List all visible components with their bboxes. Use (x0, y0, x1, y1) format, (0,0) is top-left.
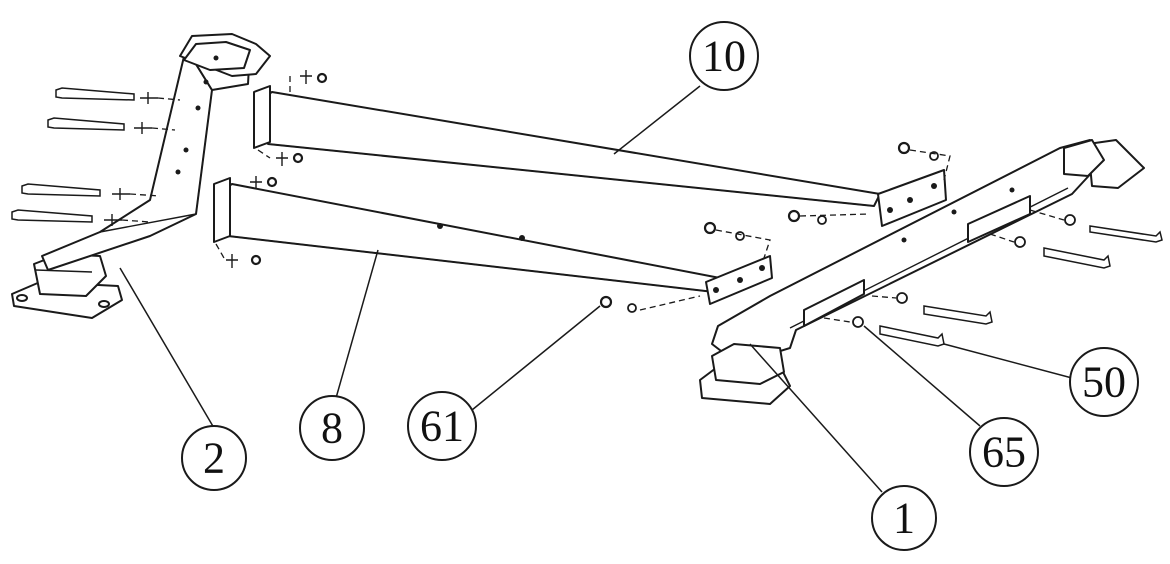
leader-lines (119, 85, 1073, 493)
callout-1: 1 (871, 485, 937, 551)
callout-50: 50 (1069, 347, 1139, 417)
right-frame-part-1 (699, 139, 1145, 405)
crossbar-part-10 (253, 85, 947, 227)
left-bolts (11, 87, 181, 226)
left-frame-part-2 (11, 33, 271, 319)
middle-fasteners (599, 141, 951, 313)
callout-label-8: 8 (321, 404, 343, 453)
callout-61: 61 (407, 391, 477, 461)
callout-2: 2 (181, 425, 247, 491)
callout-label-1: 1 (893, 494, 915, 543)
callout-65: 65 (969, 417, 1039, 487)
callout-8: 8 (299, 395, 365, 461)
callout-10: 10 (689, 21, 759, 91)
callout-label-61: 61 (420, 402, 464, 451)
callout-label-65: 65 (982, 428, 1026, 477)
callout-label-50: 50 (1082, 358, 1126, 407)
right-bolts-part-50 (823, 209, 1163, 347)
crossbar-part-8 (213, 177, 773, 305)
callout-label-10: 10 (702, 32, 746, 81)
callout-label-2: 2 (203, 434, 225, 483)
